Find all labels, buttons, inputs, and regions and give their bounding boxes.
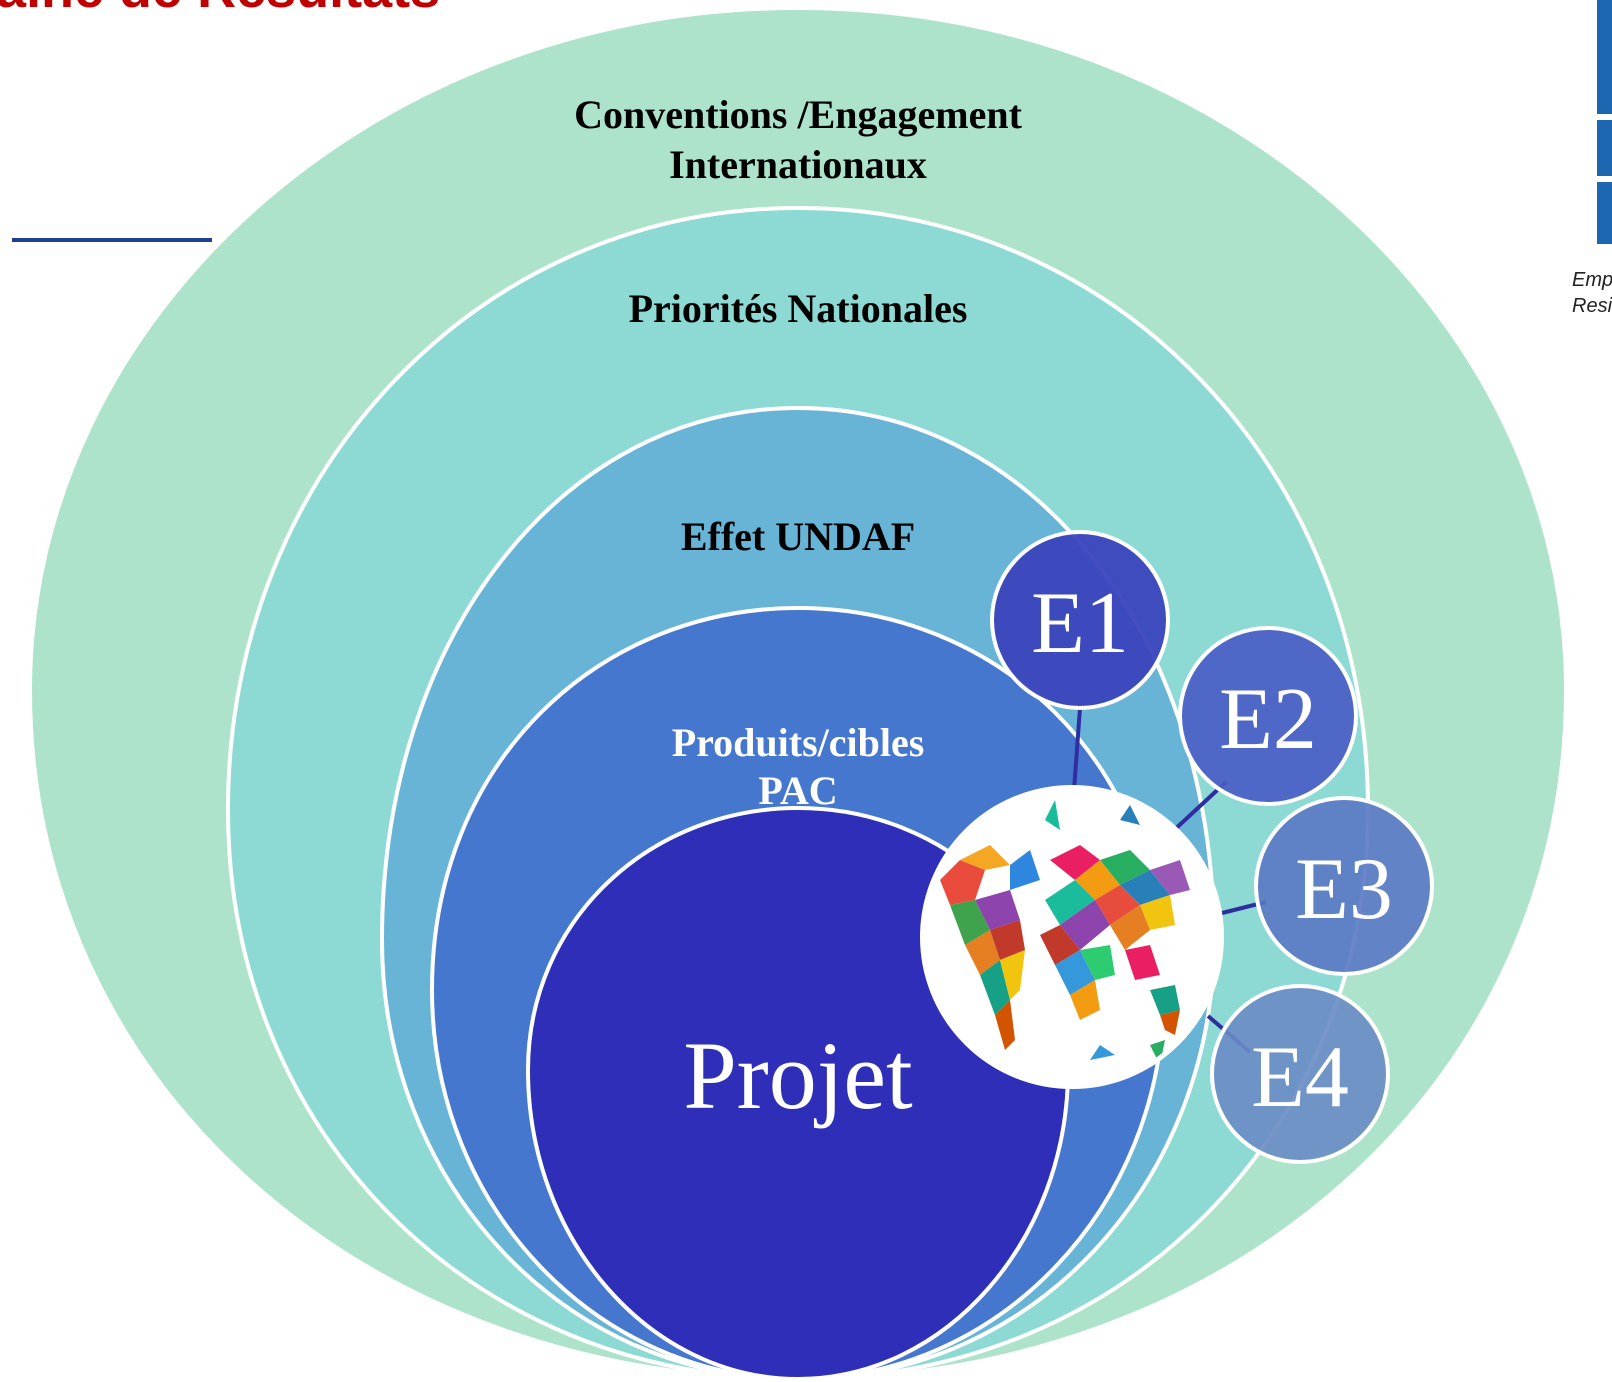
level-outer-label: Conventions /Engagement xyxy=(574,92,1022,137)
world-map-icon xyxy=(920,785,1224,1089)
effect-e1-circle: E1 xyxy=(990,530,1170,710)
level-products-label-line2: PAC xyxy=(758,768,837,813)
logo-icon xyxy=(1597,0,1612,244)
logo-tagline-line2: Resi xyxy=(1572,295,1612,317)
effect-e2-circle: E2 xyxy=(1178,626,1358,806)
level-national-label: Priorités Nationales xyxy=(629,286,968,331)
level-undaf-label: Effet UNDAF xyxy=(681,514,915,559)
level-products-label: Produits/cibles xyxy=(672,720,925,765)
effect-e4-circle: E4 xyxy=(1210,984,1390,1164)
effect-e3-label: E3 xyxy=(1295,841,1393,938)
effect-e3-circle: E3 xyxy=(1254,796,1434,976)
title-underline xyxy=(12,238,212,242)
effect-e2-label: E2 xyxy=(1219,671,1317,768)
effect-e4-label: E4 xyxy=(1251,1029,1349,1126)
level-outer-label-line2: Internationaux xyxy=(669,142,927,187)
logo-tagline-line1: Emp xyxy=(1572,269,1612,291)
slide-title: aîne de Résultats xyxy=(0,0,440,16)
effect-e1-label: E1 xyxy=(1031,575,1129,672)
level-project-label: Projet xyxy=(683,1022,913,1129)
